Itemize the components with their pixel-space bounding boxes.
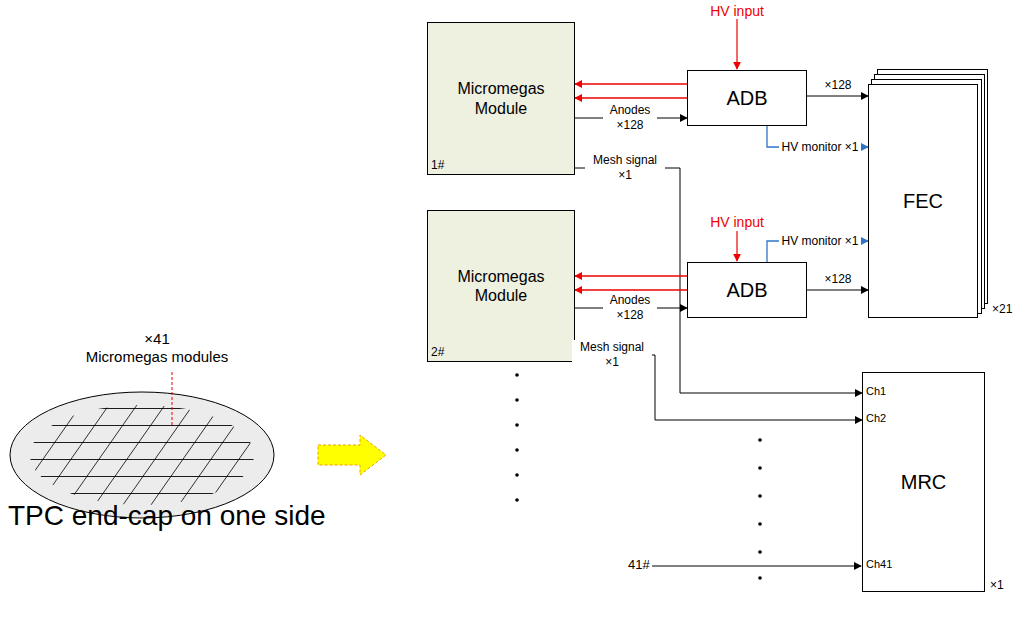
continuation-dots (515, 373, 920, 580)
box-title: Micromegas Module (428, 79, 574, 117)
edge-label: Mesh signal ×1 (572, 340, 652, 370)
connector (807, 290, 868, 291)
adb-box: ADB (687, 70, 807, 126)
caption-label: TPC end-cap on one side (8, 500, 326, 532)
edge-label: HV monitor ×1 (779, 140, 860, 155)
module-number: 41# (628, 558, 650, 573)
yellow-arrow (318, 435, 386, 475)
box-number: 1# (431, 158, 444, 172)
count-label: ×41 (144, 330, 169, 347)
adb-box: ADB (687, 262, 807, 318)
box-title: ADB (718, 86, 775, 110)
module-box: Micromegas Module 2# (427, 210, 575, 362)
edge-label: Anodes ×128 (603, 103, 657, 133)
tpc-endcap (10, 392, 274, 518)
connector (807, 96, 868, 97)
box-title: Micromegas Module (428, 267, 574, 305)
edge-label: ×128 (822, 272, 853, 287)
edge-label: HV monitor ×1 (779, 234, 860, 249)
hv-input-label: HV input (710, 214, 764, 230)
signal-arrow (652, 566, 861, 567)
part-label: Micromegas modules (86, 348, 229, 365)
channel-label: Ch41 (866, 558, 892, 571)
leader-line (172, 372, 173, 425)
count-label: ×1 (990, 579, 1004, 593)
box-number: 2# (431, 345, 444, 359)
box-title: FEC (895, 189, 951, 213)
connector (575, 289, 687, 290)
edge-label: Mesh signal ×1 (585, 153, 665, 183)
channel-label: Ch2 (866, 412, 886, 425)
count-label: ×21 (992, 303, 1012, 317)
hv-input-label: HV input (710, 3, 764, 19)
box-title: MRC (893, 470, 955, 494)
connector (575, 275, 687, 276)
box-title: ADB (718, 278, 775, 302)
edge-label: Anodes ×128 (603, 293, 657, 323)
connector (575, 83, 687, 84)
edge-label: ×128 (822, 78, 853, 93)
connector (575, 97, 687, 98)
channel-label: Ch1 (866, 385, 886, 398)
module-box: Micromegas Module 1# (427, 22, 575, 175)
fec-box: FEC (868, 84, 978, 318)
